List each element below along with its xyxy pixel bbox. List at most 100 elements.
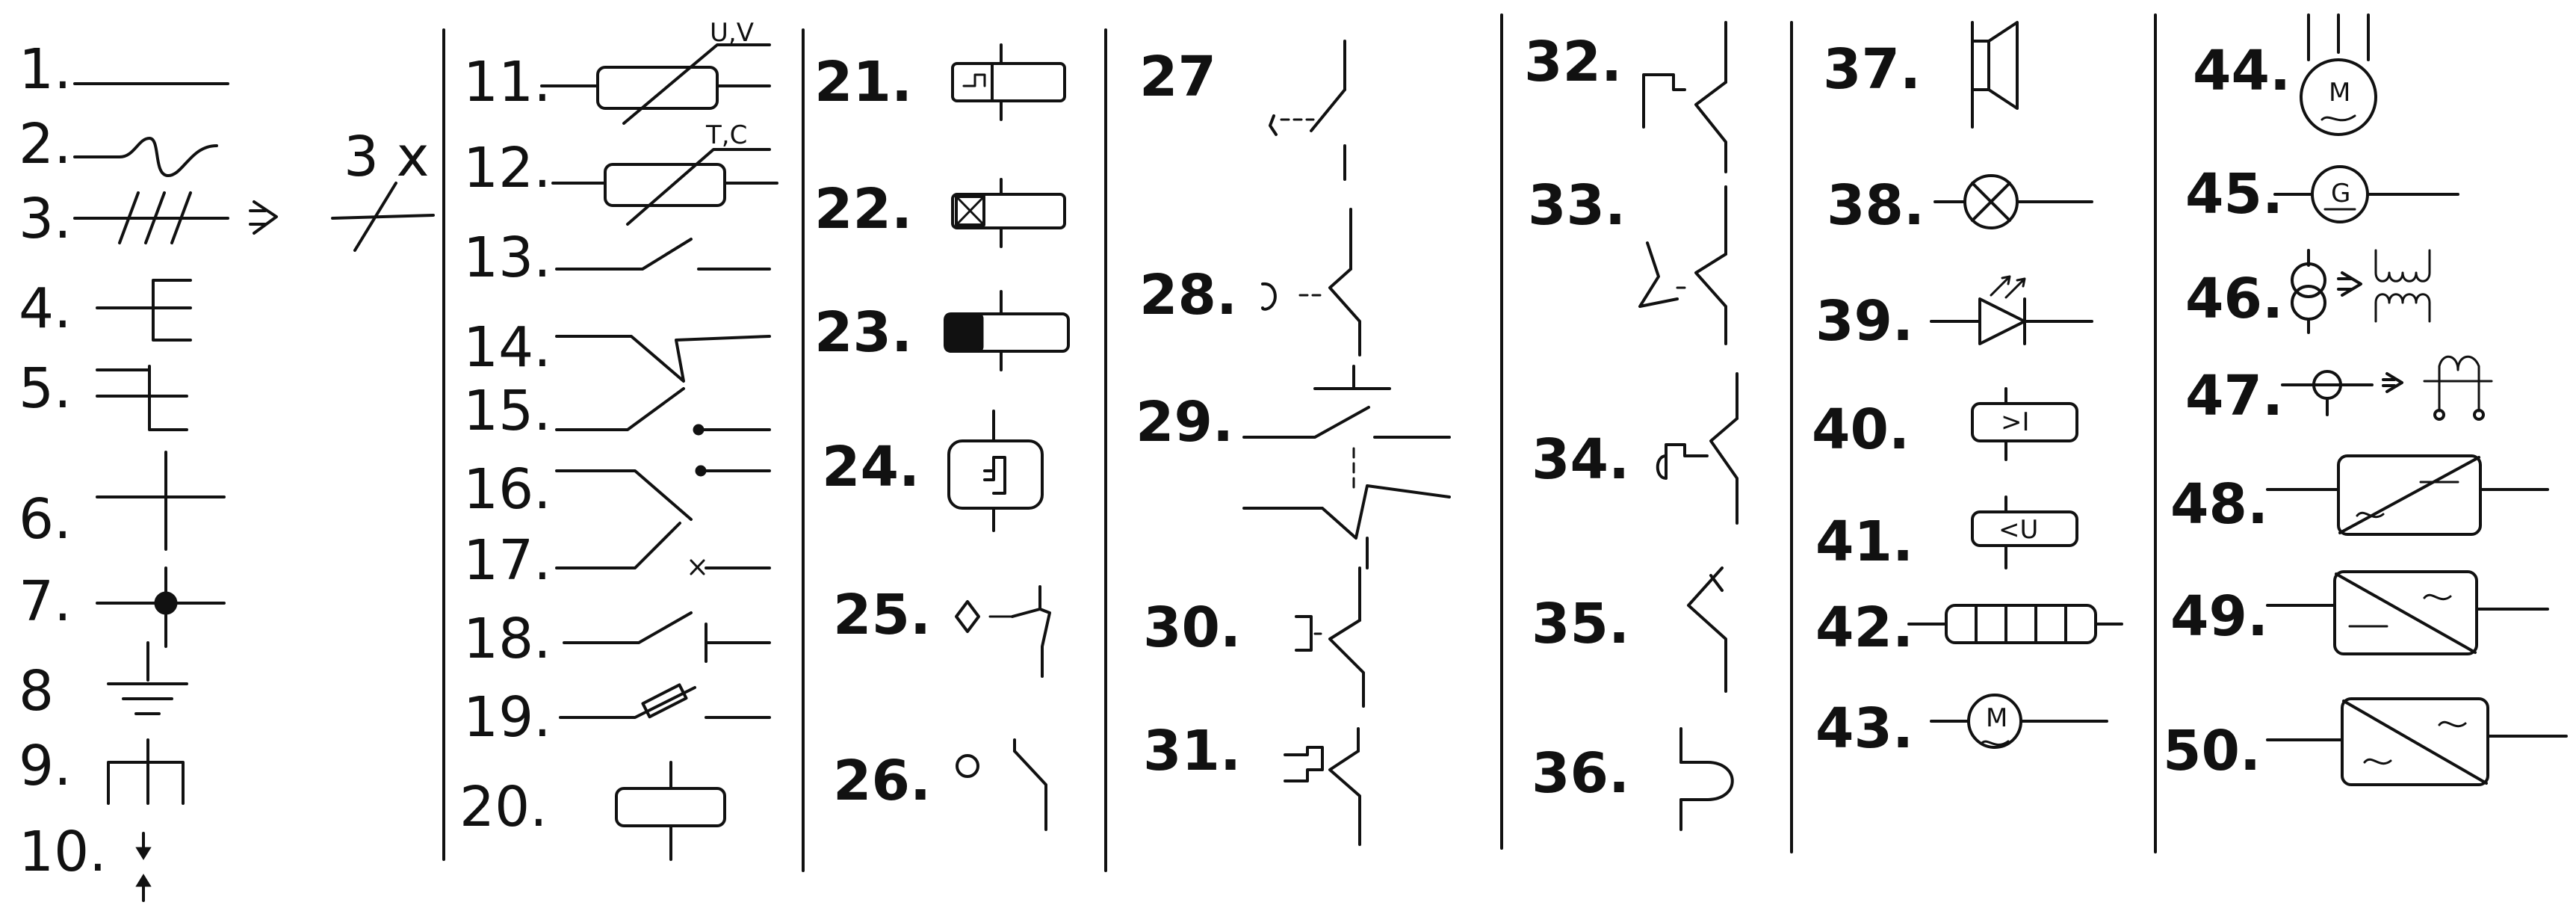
symbol-47-current-transformer (2281, 356, 2493, 421)
symbol-43-motor-small (1930, 694, 2108, 749)
label-44: 44. (2193, 39, 2291, 103)
tag-uv: U,V (710, 18, 754, 48)
label-45: 45. (2185, 162, 2283, 226)
label-20: 20. (459, 775, 548, 839)
tag-motor-44: M (2329, 78, 2350, 108)
tag-motor-43: M (1986, 703, 2007, 733)
symbol-31-switch (1284, 727, 1361, 846)
symbol-42-heating-element (1907, 604, 2123, 644)
label-23: 23. (814, 300, 912, 365)
label-42: 42. (1815, 596, 1913, 660)
symbol-48-converter (2266, 454, 2549, 536)
tag-tc: T,C (705, 120, 747, 150)
symbol-13-make-contact (555, 238, 771, 271)
symbol-17-contactor (555, 522, 771, 575)
symbol-3-single-line (331, 182, 435, 252)
label-11: 11. (463, 50, 551, 114)
label-32: 32. (1524, 30, 1622, 94)
symbol-21-timer-relay (951, 43, 1066, 121)
label-12: 12. (463, 136, 551, 200)
label-7: 7. (19, 569, 72, 634)
label-4: 4. (19, 277, 72, 341)
label-16: 16. (463, 457, 551, 522)
symbol-33-switch (1638, 185, 1727, 345)
column-dividers (442, 13, 2157, 872)
symbol-28-pull-switch (1261, 208, 1361, 356)
label-41: 41. (1815, 510, 1913, 574)
symbol-39-led (1930, 275, 2093, 345)
symbol-27-manual-switch (1269, 40, 1346, 181)
symbol-6-crossing (96, 451, 226, 551)
tag-overcurrent: >I (2001, 407, 2030, 437)
label-26: 26. (833, 749, 931, 813)
label-36: 36. (1532, 741, 1629, 806)
symbol-5-connector (96, 365, 188, 431)
symbol-49-inverter (2266, 570, 2549, 655)
symbol-30-push-button (1295, 566, 1365, 708)
label-19: 19. (463, 685, 551, 750)
label-21: 21. (814, 50, 912, 114)
symbol-24-push-button (947, 410, 1044, 532)
symbol-34-switch (1656, 372, 1739, 525)
label-8: 8 (19, 659, 54, 723)
symbol-10-spark-gap (135, 832, 152, 902)
label-15: 15. (463, 379, 551, 443)
symbol-40-overcurrent-relay (1971, 387, 2078, 461)
symbol-26-switch (956, 738, 1047, 831)
label-46: 46. (2185, 267, 2283, 331)
symbol-22-relay (951, 178, 1066, 248)
tag-undervoltage: <U (1998, 515, 2038, 545)
label-25: 25. (833, 583, 931, 647)
label-50: 50. (2163, 719, 2261, 783)
symbol-25-proximity-switch (955, 585, 1051, 678)
symbol-44-motor (2300, 13, 2377, 136)
symbol-18-disconnector (563, 611, 771, 663)
symbol-32-switch (1642, 21, 1727, 173)
symbol-45-generator (2273, 165, 2459, 223)
symbol-15-changeover-contact (555, 387, 771, 436)
symbol-11-varistor (540, 43, 771, 125)
label-14: 14. (463, 315, 551, 380)
symbol-12-thermistor (551, 148, 778, 226)
symbol-16-contact (555, 465, 771, 521)
symbol-36-switch (1679, 727, 1734, 831)
symbol-29-changeover (1242, 365, 1451, 569)
label-37: 37. (1823, 37, 1921, 102)
label-18: 18. (463, 607, 551, 671)
symbol-50-frequency-converter (2266, 697, 2568, 786)
symbol-4-connector (96, 279, 192, 342)
label-22: 22. (814, 177, 912, 241)
label-49: 49. (2170, 584, 2268, 649)
symbol-14-break-contact (555, 335, 771, 383)
symbol-8-ground (107, 641, 188, 715)
label-43: 43. (1815, 697, 1913, 761)
symbol-38-lamp (1933, 174, 2093, 229)
label-34: 34. (1532, 427, 1629, 492)
label-39: 39. (1815, 289, 1913, 353)
symbol-41-undervoltage-relay (1971, 495, 2078, 569)
label-17: 17. (463, 528, 551, 593)
label-9: 9. (19, 734, 72, 798)
symbol-35-switch (1687, 566, 1727, 693)
label-33: 33. (1528, 173, 1626, 238)
label-6: 6. (19, 487, 72, 552)
symbol-23-relay-filled (944, 290, 1070, 371)
label-2: 2. (19, 112, 72, 176)
symbol-20-coil (615, 761, 726, 861)
symbol-46-transformer (2291, 249, 2431, 334)
label-5: 5. (19, 356, 72, 421)
label-24: 24. (822, 435, 920, 499)
label-10: 10. (19, 820, 107, 884)
tag-generator: G (2331, 179, 2350, 209)
note-3x: 3 x (344, 125, 429, 189)
label-13: 13. (463, 226, 551, 290)
symbol-9-chassis (107, 738, 185, 805)
symbol-7-junction (96, 566, 226, 648)
label-31: 31. (1143, 719, 1241, 783)
label-1: 1. (19, 37, 72, 102)
label-40: 40. (1812, 398, 1910, 462)
label-38: 38. (1827, 173, 1925, 238)
label-48: 48. (2170, 472, 2268, 537)
label-47: 47. (2185, 364, 2283, 428)
